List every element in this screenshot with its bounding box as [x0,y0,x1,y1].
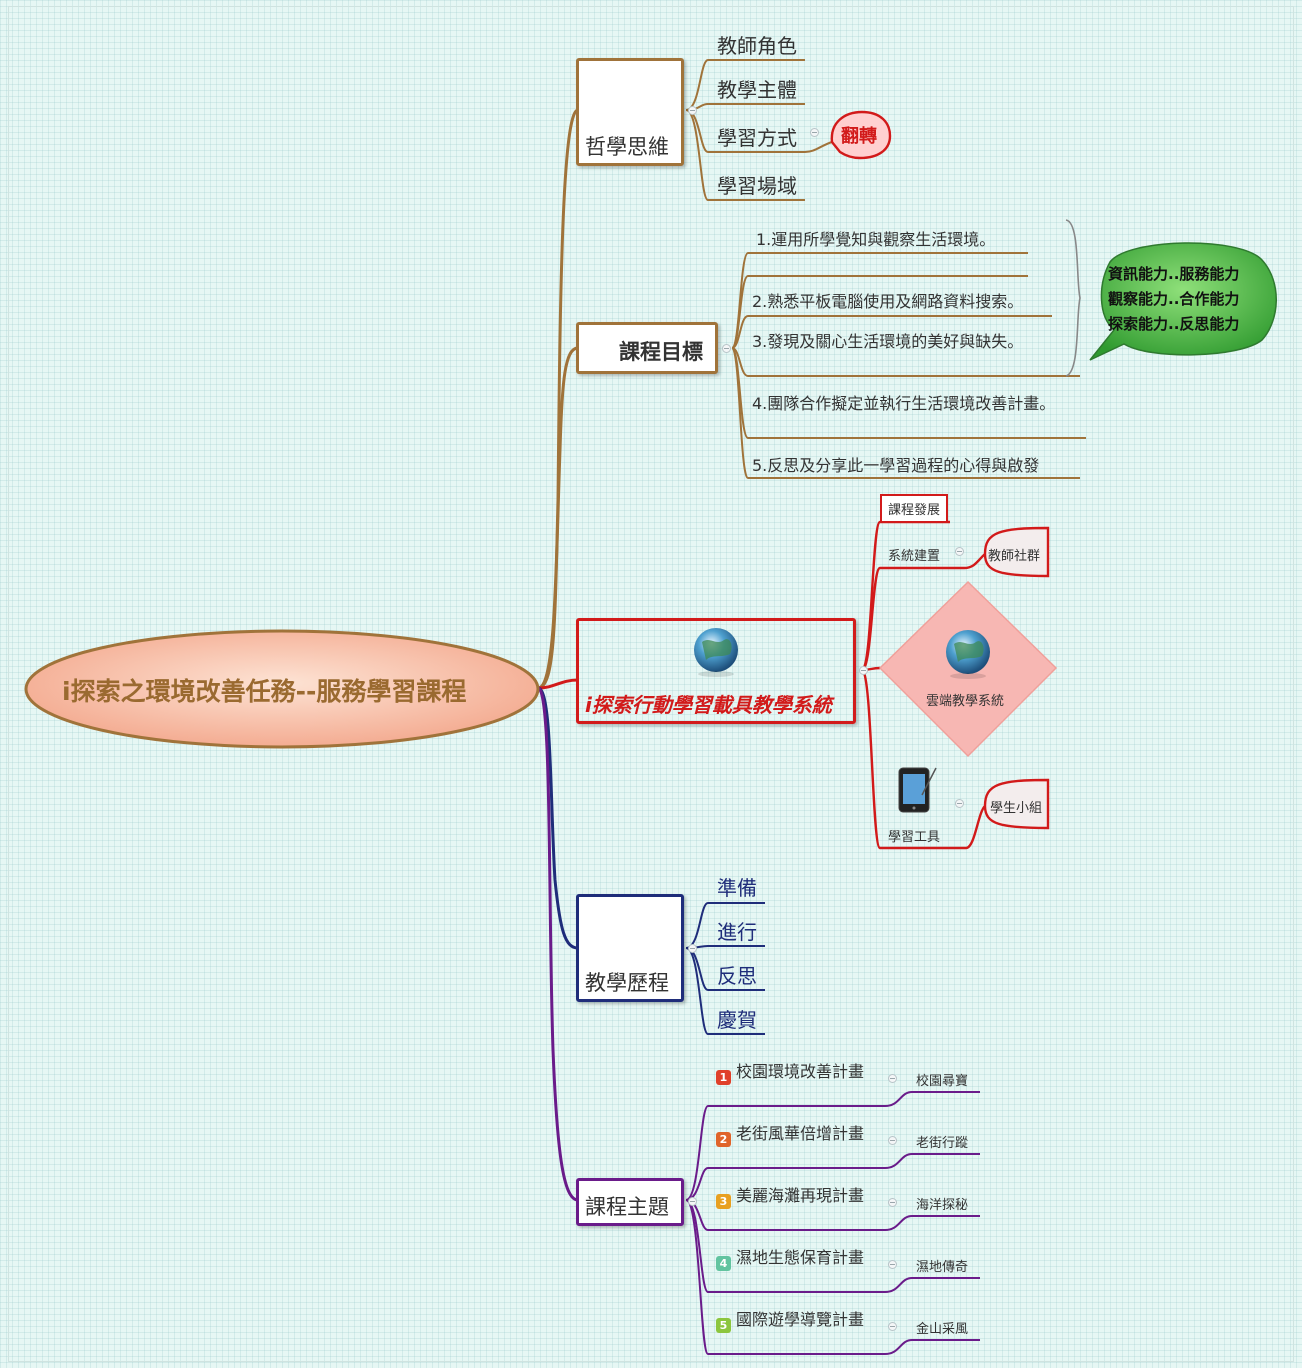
flip-callout-shape [830,110,892,160]
themes-collapse-toggle[interactable] [688,1197,697,1206]
process-collapse-toggle[interactable] [688,944,697,953]
goals-collapse-toggle[interactable] [722,344,731,353]
teacher-community-tag[interactable] [983,526,1050,578]
plan-2-number-badge: 2 [716,1132,731,1147]
learning-tool-collapse-toggle[interactable] [955,799,964,808]
ability-callout-line-2: 觀察能力..合作能力 [1108,290,1240,308]
plan-1-title[interactable]: 校園環境改善計畫 [736,1062,865,1081]
system-collapse-toggle[interactable] [859,666,868,675]
student-group-label: 學生小組 [990,801,1043,816]
ability-callout-line-3: 探索能力..反思能力 [1108,315,1240,333]
teacher-community-label: 教師社群 [988,549,1041,564]
goal-item-3[interactable]: 3.發現及關心生活環境的美好與缺失。 [752,332,1024,351]
plan-1-number-badge: 1 [716,1070,731,1085]
plan-1-collapse-toggle[interactable] [888,1074,897,1083]
root-ellipse[interactable] [24,629,540,749]
student-group-tag[interactable] [983,778,1050,830]
system-topic-label: i探索行動學習載具教學系統 [585,693,832,717]
plan-5-sub[interactable]: 金山采風 [916,1322,969,1337]
plan-2-title[interactable]: 老街風華倍增計畫 [736,1124,865,1143]
philosophy-topic-label: 哲學思維 [585,135,669,159]
system-build-node[interactable]: 系統建置 [888,549,941,564]
ability-callout-line-1: 資訊能力..服務能力 [1108,265,1240,283]
goal-item-2[interactable]: 2.熟悉平板電腦使用及網路資料搜索。 [752,292,1024,311]
course-development-node[interactable]: 課程發展 [880,494,949,523]
globe-icon [694,628,738,677]
learning-tool-node[interactable]: 學習工具 [888,830,941,845]
root-topic-label[interactable]: i探索之環境改善任務--服務學習課程 [62,677,467,706]
themes-topic-label: 課程主題 [585,1195,669,1219]
canvas-frame [8,6,1294,1362]
philosophy-child-teacher-role[interactable]: 教師角色 [717,34,797,58]
system-topic[interactable]: i探索行動學習載具教學系統 [576,618,856,724]
plan-5-title[interactable]: 國際遊學導覽計畫 [736,1310,865,1329]
philosophy-collapse-toggle[interactable] [688,106,697,115]
system-build-collapse-toggle[interactable] [955,547,964,556]
process-child-prepare[interactable]: 準備 [717,876,757,900]
learning-method-collapse-toggle[interactable] [810,128,819,137]
goals-connectors [731,252,1086,479]
flip-callout-label[interactable]: 翻轉 [841,126,877,147]
process-topic-label: 教學歷程 [585,971,669,995]
plan-1-sub[interactable]: 校園尋寶 [916,1074,969,1089]
philosophy-topic[interactable]: 哲學思維 [576,58,684,166]
philosophy-child-learning-method[interactable]: 學習方式 [717,126,797,150]
process-topic[interactable]: 教學歷程 [576,894,684,1002]
process-child-celebrate[interactable]: 慶賀 [717,1008,757,1032]
plan-3-collapse-toggle[interactable] [888,1198,897,1207]
goals-topic[interactable]: 課程目標 [576,322,718,374]
goal-item-5[interactable]: 5.反思及分享此一學習過程的心得與啟發 [752,456,1040,475]
plan-2-collapse-toggle[interactable] [888,1136,897,1145]
cloud-system-label: 雲端教學系統 [926,694,1005,709]
plan-2-sub[interactable]: 老街行蹤 [916,1136,969,1151]
philosophy-child-learner[interactable]: 教學主體 [717,78,797,102]
globe-icon [946,630,990,679]
themes-topic[interactable]: 課程主題 [576,1178,684,1226]
trunk-connectors [536,108,579,1202]
system-connectors [860,520,986,850]
goals-bracket [1065,219,1081,377]
plan-4-sub[interactable]: 濕地傳奇 [916,1260,969,1275]
plan-4-number-badge: 4 [716,1256,731,1271]
process-child-reflect[interactable]: 反思 [717,964,757,988]
plan-5-number-badge: 5 [716,1318,731,1333]
goal-item-1[interactable]: 1.運用所學覺知與觀察生活環境。 [756,230,996,249]
tablet-icon [898,767,937,813]
plan-3-sub[interactable]: 海洋探秘 [916,1198,969,1213]
philosophy-child-learning-field[interactable]: 學習場域 [717,174,797,198]
goal-item-4[interactable]: 4.團隊合作擬定並執行生活環境改善計畫。 [752,394,1056,413]
process-child-execute[interactable]: 進行 [717,920,757,944]
plan-4-collapse-toggle[interactable] [888,1260,897,1269]
plan-3-title[interactable]: 美麗海灘再現計畫 [736,1186,865,1205]
plan-3-number-badge: 3 [716,1194,731,1209]
ability-callout-shape [1089,242,1277,361]
plan-5-collapse-toggle[interactable] [888,1322,897,1331]
goals-topic-label: 課程目標 [619,340,703,364]
plan-4-title[interactable]: 濕地生態保育計畫 [736,1248,865,1267]
